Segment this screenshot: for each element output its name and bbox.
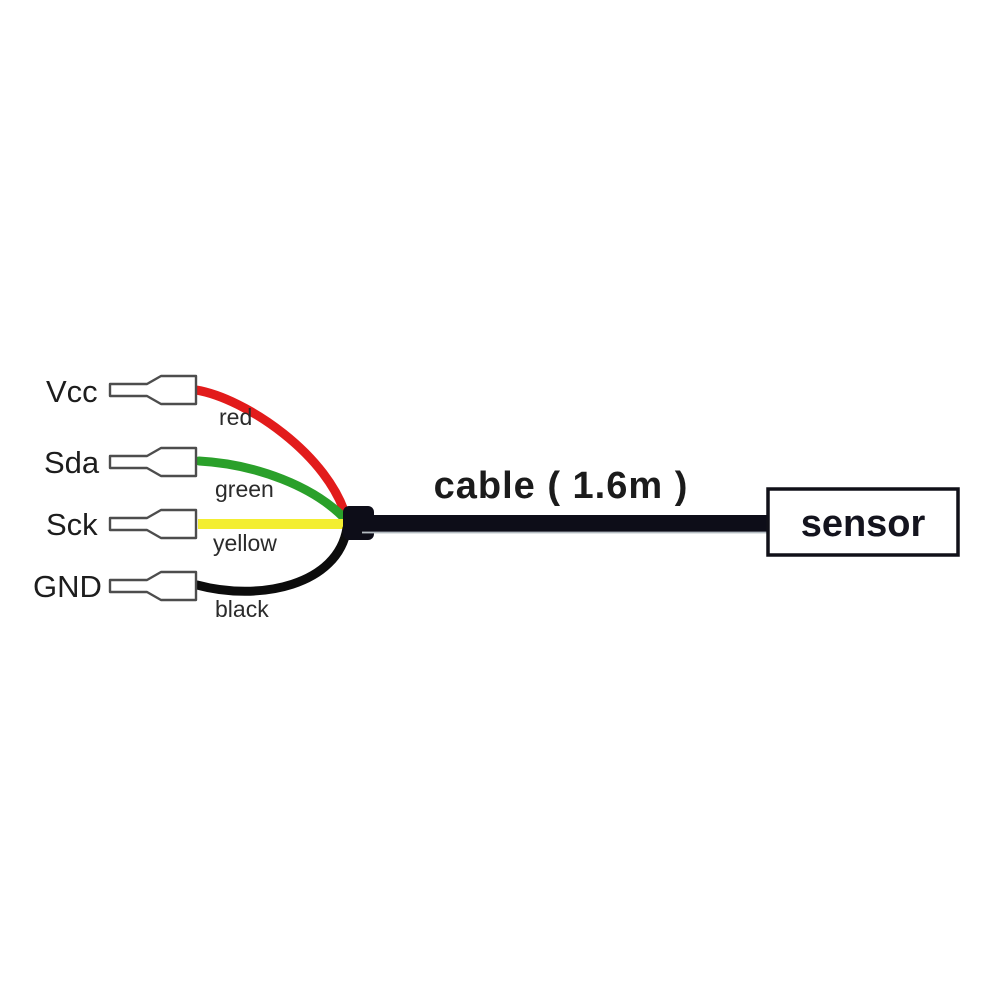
gnd-black-wire: [192, 523, 352, 596]
vcc-terminal-connector: [108, 374, 198, 406]
red-color-label: red: [219, 404, 252, 430]
sensor-box: [766, 487, 960, 557]
vcc-red-wire: [191, 385, 352, 525]
sda-green-wire: [194, 456, 352, 526]
gnd-terminal-connector: [108, 570, 198, 602]
sck-terminal-connector: [108, 508, 198, 540]
sda-terminal-connector: [108, 446, 198, 478]
cable-line: [360, 515, 770, 533]
sensor-label: sensor: [801, 503, 926, 545]
cable-length-label: cable ( 1.6m ): [434, 465, 689, 507]
black-color-label: black: [215, 596, 269, 622]
vcc-pin-label: Vcc: [46, 374, 98, 409]
yellow-color-label: yellow: [213, 530, 277, 556]
sda-pin-label: Sda: [44, 445, 100, 480]
green-color-label: green: [215, 476, 274, 502]
sck-pin-label: Sck: [46, 507, 98, 542]
gnd-pin-label: GND: [33, 569, 102, 604]
cable-bottom-highlight: [362, 531, 768, 534]
